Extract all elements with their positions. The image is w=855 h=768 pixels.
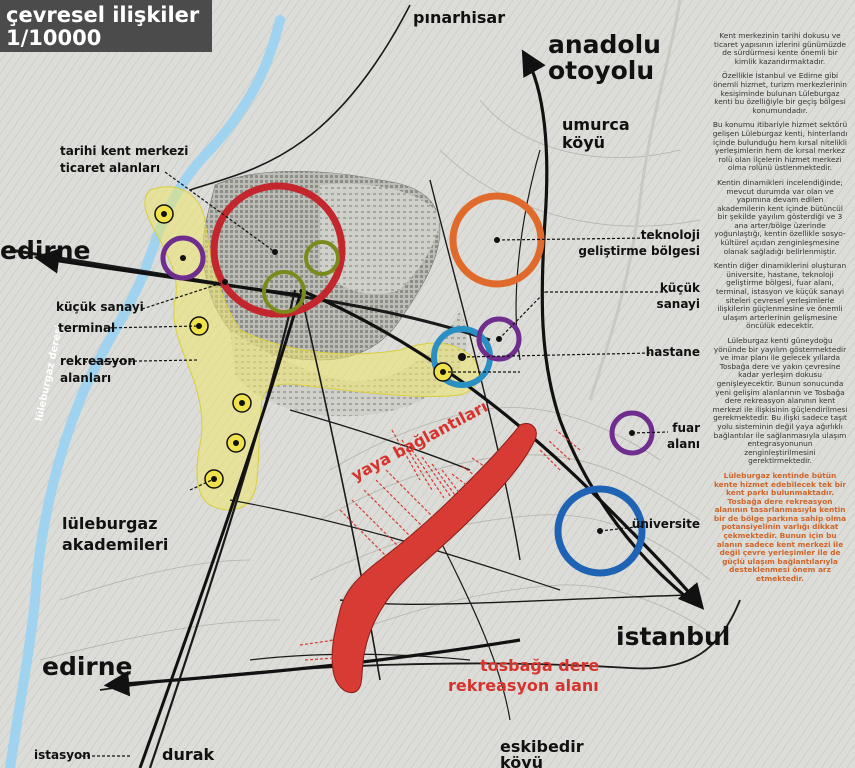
pedestrian-links (299, 429, 581, 661)
sidebar-text: Kent merkezinin tarihi dokusu ve ticaret… (712, 31, 848, 590)
tech-zone-ring (449, 192, 545, 288)
sidebar-paragraph-4: Kentin dinamikleri incelendiğinde; mevcu… (714, 177, 846, 256)
axis-edirne-top (33, 248, 301, 297)
page-title: çevresel ilişkiler (6, 3, 200, 27)
academy-ring-1 (304, 240, 340, 276)
label-tech-zone-2: geliştirme bölgesi (578, 244, 700, 258)
label-academies-2: akademileri (62, 535, 169, 554)
label-fair-1: fuar (672, 421, 700, 435)
sidebar-paragraph-3: Bu konumu itibariyle hizmet sektörü geli… (712, 120, 848, 173)
label-recreation-2: alanları (60, 371, 112, 385)
label-tech-zone-1: teknoloji (640, 228, 700, 242)
label-recreation-1: rekreasyon (60, 354, 136, 368)
label-fair-2: alanı (667, 437, 700, 451)
yellow-academy-zone (144, 186, 480, 511)
stream-east (588, 0, 682, 401)
sanayi-ring-right (476, 316, 522, 362)
sanayi-ring-left (160, 235, 206, 281)
tosbaga-recreation-area (331, 423, 537, 694)
place-eskibedir: eskibedir (500, 737, 584, 756)
place-edirne-bottom: edirne (42, 652, 133, 681)
label-small-industry-right-2: sanayi (656, 297, 700, 311)
axis-durak (138, 294, 302, 768)
sidebar-paragraph-2: Özellikle İstanbul ve Edirne gibi önemli… (713, 71, 847, 115)
scale-label: 1/10000 (6, 26, 102, 50)
place-anadolu: anadolu (548, 30, 661, 59)
label-tosbaga-1: tosbağa dere (480, 656, 600, 675)
label-small-industry-left: küçük sanayi (56, 300, 144, 314)
motorway-anadolu (521, 49, 691, 602)
academy-ring-2 (262, 270, 306, 314)
title-box: çevresel ilişkiler 1/10000 (0, 0, 212, 52)
place-istasyon: istasyon (34, 748, 91, 762)
university-ring (554, 485, 646, 577)
place-umurca-koyu: köyü (562, 133, 606, 152)
label-academies-1: lüleburgaz (62, 514, 158, 533)
fair-ring (609, 410, 655, 456)
leader-lines (82, 171, 670, 757)
axis-istanbul (299, 288, 705, 610)
urban-area-east (320, 183, 440, 294)
label-historic-centre-2: ticaret alanları (60, 161, 161, 175)
sidebar-paragraph-6: Lüleburgaz kenti güneydoğu yönünde bir y… (712, 336, 848, 466)
label-historic-centre-1: tarihi kent merkezi (60, 144, 189, 158)
axis-edirne-bottom (103, 638, 521, 697)
place-pinarhisar: pınarhisar (413, 8, 506, 27)
label-terminal: terminal (58, 321, 116, 335)
place-istanbul: istanbul (616, 622, 731, 651)
place-otoyolu: otoyolu (548, 56, 655, 85)
sidebar-paragraph-1: Kent merkezinin tarihi dokusu ve ticaret… (714, 31, 846, 66)
place-durak: durak (162, 745, 215, 764)
historic-centre-ring (210, 182, 346, 318)
label-university: üniversite (631, 517, 700, 531)
river-luleburgaz-deresi (5, 15, 285, 768)
place-umurca: umurca (562, 115, 630, 134)
label-small-industry-right-1: küçük (659, 281, 700, 295)
sidebar-paragraph-5: Kentin diğer dinamiklerini oluşturan üni… (713, 261, 847, 331)
place-eskibedir-koyu: köyü (500, 753, 544, 768)
label-hospital: hastane (645, 345, 700, 359)
label-tosbaga-2: rekreasyon alanı (448, 676, 599, 695)
sidebar-highlight: Lüleburgaz kentinde bütün kente hizmet e… (713, 470, 847, 584)
place-edirne-top: edirne (0, 236, 91, 265)
